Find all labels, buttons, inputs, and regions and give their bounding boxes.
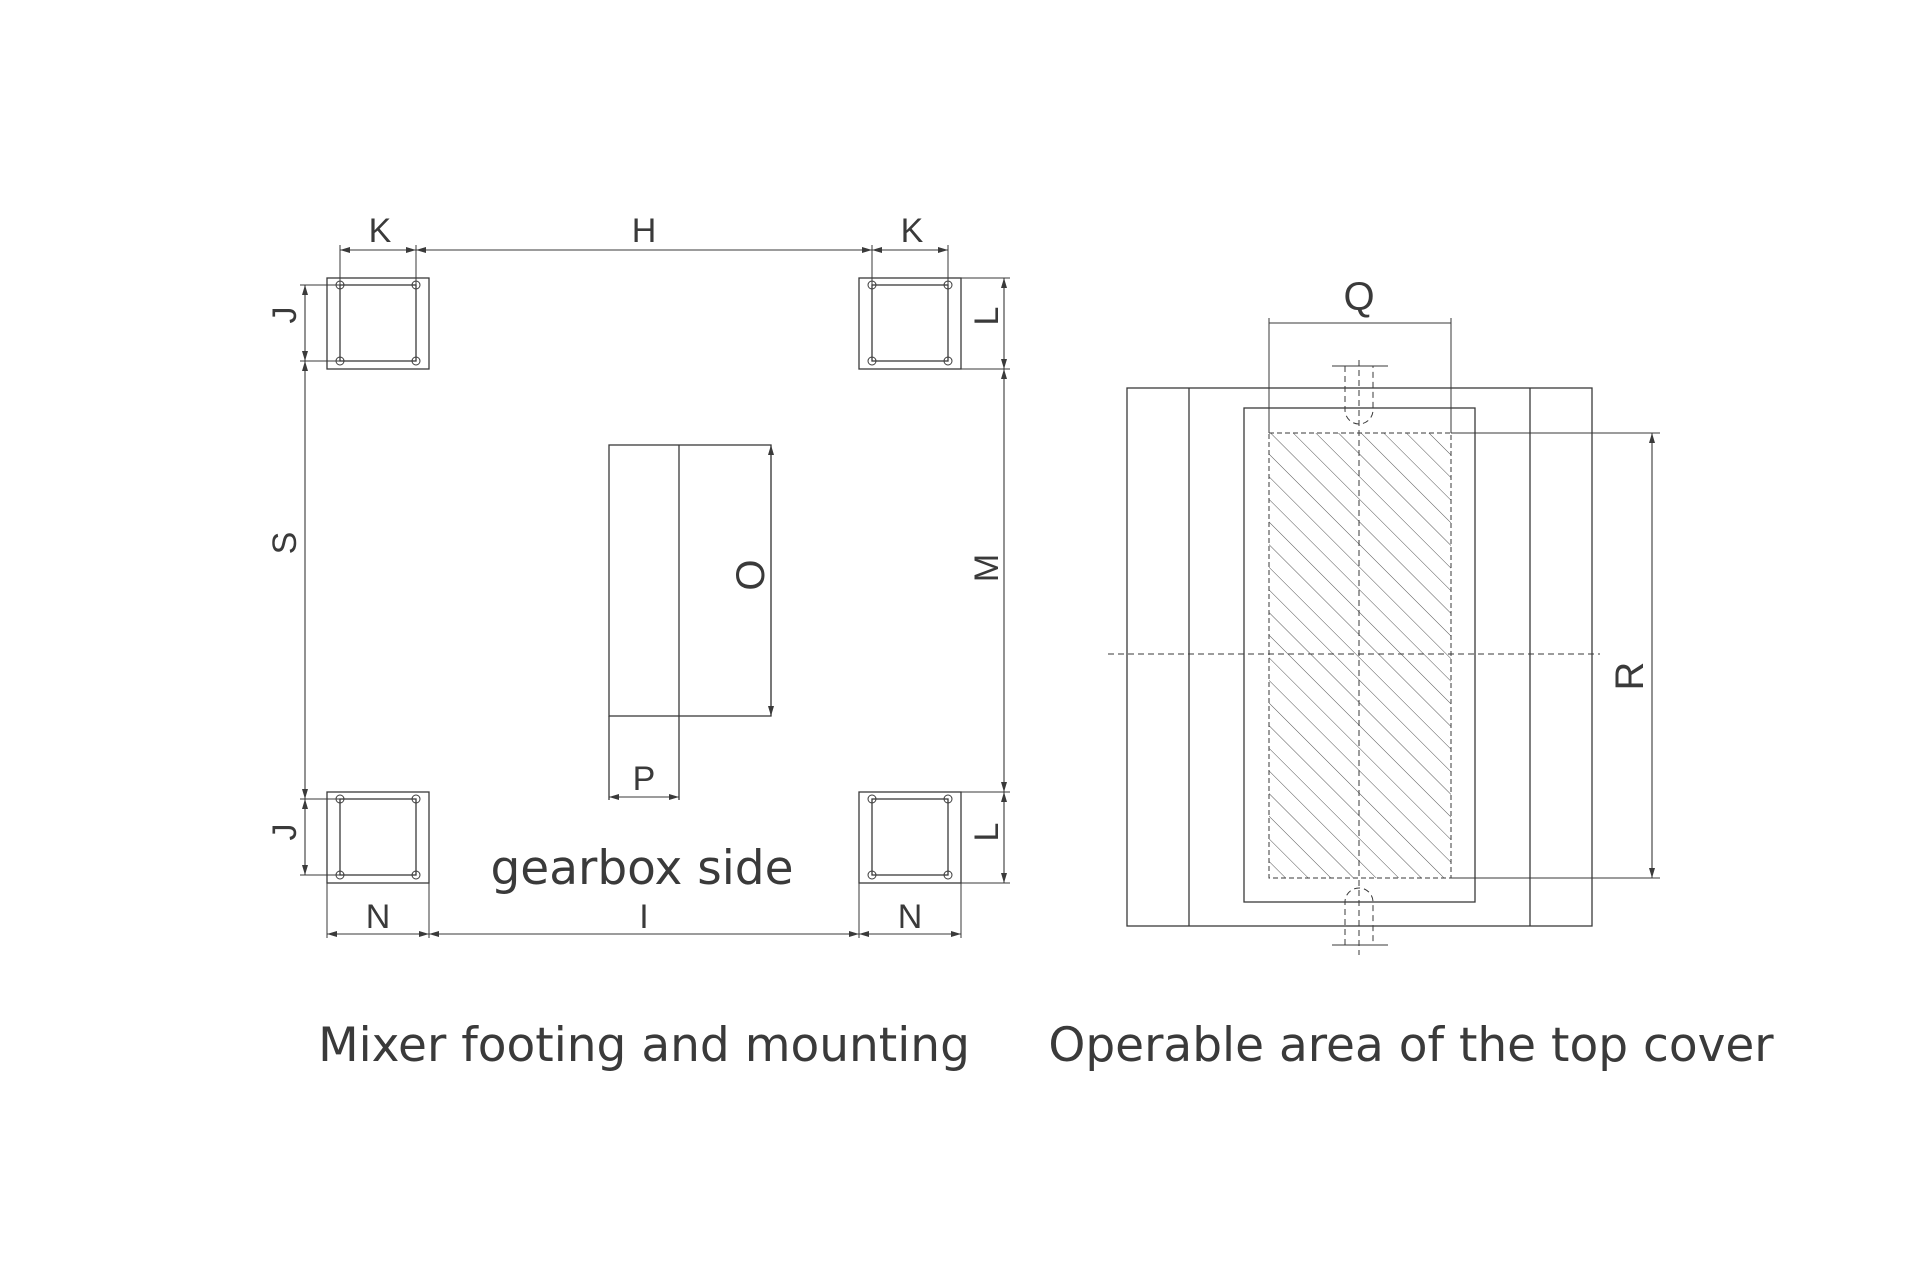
top-cover-drawing: Q R Operable area of the top cover bbox=[1048, 275, 1774, 1073]
gearbox-side-note: gearbox side bbox=[490, 841, 793, 896]
dim-label-m: M bbox=[968, 554, 1006, 582]
mixer-footing-drawing: K H K J S J L M L O P bbox=[266, 212, 1010, 1073]
dim-label-q: Q bbox=[1343, 275, 1374, 319]
gearbox-block bbox=[608, 444, 772, 800]
dim-label-l-bottom: L bbox=[968, 823, 1006, 842]
dim-label-i: I bbox=[639, 898, 648, 936]
foot-pad-top-left bbox=[326, 277, 430, 370]
dim-label-j-bottom: J bbox=[266, 824, 304, 841]
dim-label-o: O bbox=[729, 559, 773, 590]
dim-label-k-right: K bbox=[901, 212, 924, 250]
dim-label-n-right: N bbox=[898, 898, 923, 936]
dim-label-k-left: K bbox=[369, 212, 392, 250]
shaft-top bbox=[1332, 365, 1388, 425]
dim-label-h: H bbox=[632, 212, 657, 250]
dim-label-p: P bbox=[633, 760, 656, 798]
dim-label-l-top: L bbox=[968, 307, 1006, 326]
dim-label-n-left: N bbox=[366, 898, 391, 936]
shaft-bottom bbox=[1332, 887, 1388, 946]
foot-pad-bottom-left bbox=[326, 791, 430, 884]
dim-label-s: S bbox=[266, 532, 304, 555]
foot-pad-top-right bbox=[858, 277, 962, 370]
right-caption: Operable area of the top cover bbox=[1048, 1018, 1774, 1073]
left-caption: Mixer footing and mounting bbox=[318, 1018, 970, 1073]
dim-label-r: R bbox=[1608, 662, 1652, 691]
foot-pad-bottom-right bbox=[858, 791, 962, 884]
operable-area bbox=[1268, 432, 1452, 879]
dim-label-j-top: J bbox=[266, 307, 304, 324]
